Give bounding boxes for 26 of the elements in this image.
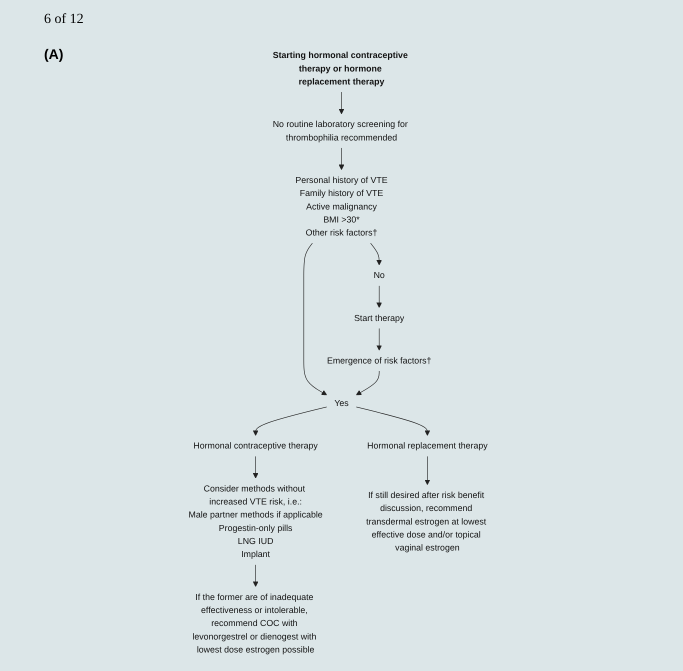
arrow xyxy=(356,370,380,396)
arrow xyxy=(338,92,344,114)
node-text: Personal history of VTE Family history of VTE Active malignancy BMI >30* Other risk factors† xyxy=(295,174,388,238)
arrow xyxy=(376,328,382,351)
node-text: If the former are of inadequate effectiveness or intolerable, recommend COC with levonorgestrel or dienogest with lowest dose estrogen possible xyxy=(192,592,316,654)
node-text: Emergence of risk factors† xyxy=(327,355,432,366)
node-text: Hormonal replacement therapy xyxy=(367,440,488,451)
arrow xyxy=(252,456,258,478)
node-text: Starting hormonal contraceptive therapy or hormone replacement therapy xyxy=(272,50,408,86)
panel-label: (A) xyxy=(44,46,64,62)
node-text: Consider methods without increased VTE risk, i.e.: Male partner methods if applicable Progestin-only pills LNG IUD Implant xyxy=(188,483,323,560)
arrow xyxy=(252,406,328,436)
arrow xyxy=(252,564,258,587)
page-number: 6 of 12 xyxy=(44,12,84,28)
arrow xyxy=(304,242,328,396)
node-text: No routine laboratory screening for thrombophilia recommended xyxy=(272,118,408,142)
arrow xyxy=(370,242,382,266)
node-text: If still desired after risk benefit discussion, recommend transdermal estrogen at lowest effective dose and/or topical vaginal estrogen xyxy=(366,490,486,552)
node-text: Hormonal contraceptive therapy xyxy=(193,440,318,451)
arrow xyxy=(376,285,382,308)
node-text: No xyxy=(374,270,385,280)
node-text: Yes xyxy=(334,398,349,408)
arrow xyxy=(338,148,344,170)
node-text: Start therapy xyxy=(354,312,404,323)
arrow xyxy=(424,456,430,486)
arrow xyxy=(356,406,430,436)
